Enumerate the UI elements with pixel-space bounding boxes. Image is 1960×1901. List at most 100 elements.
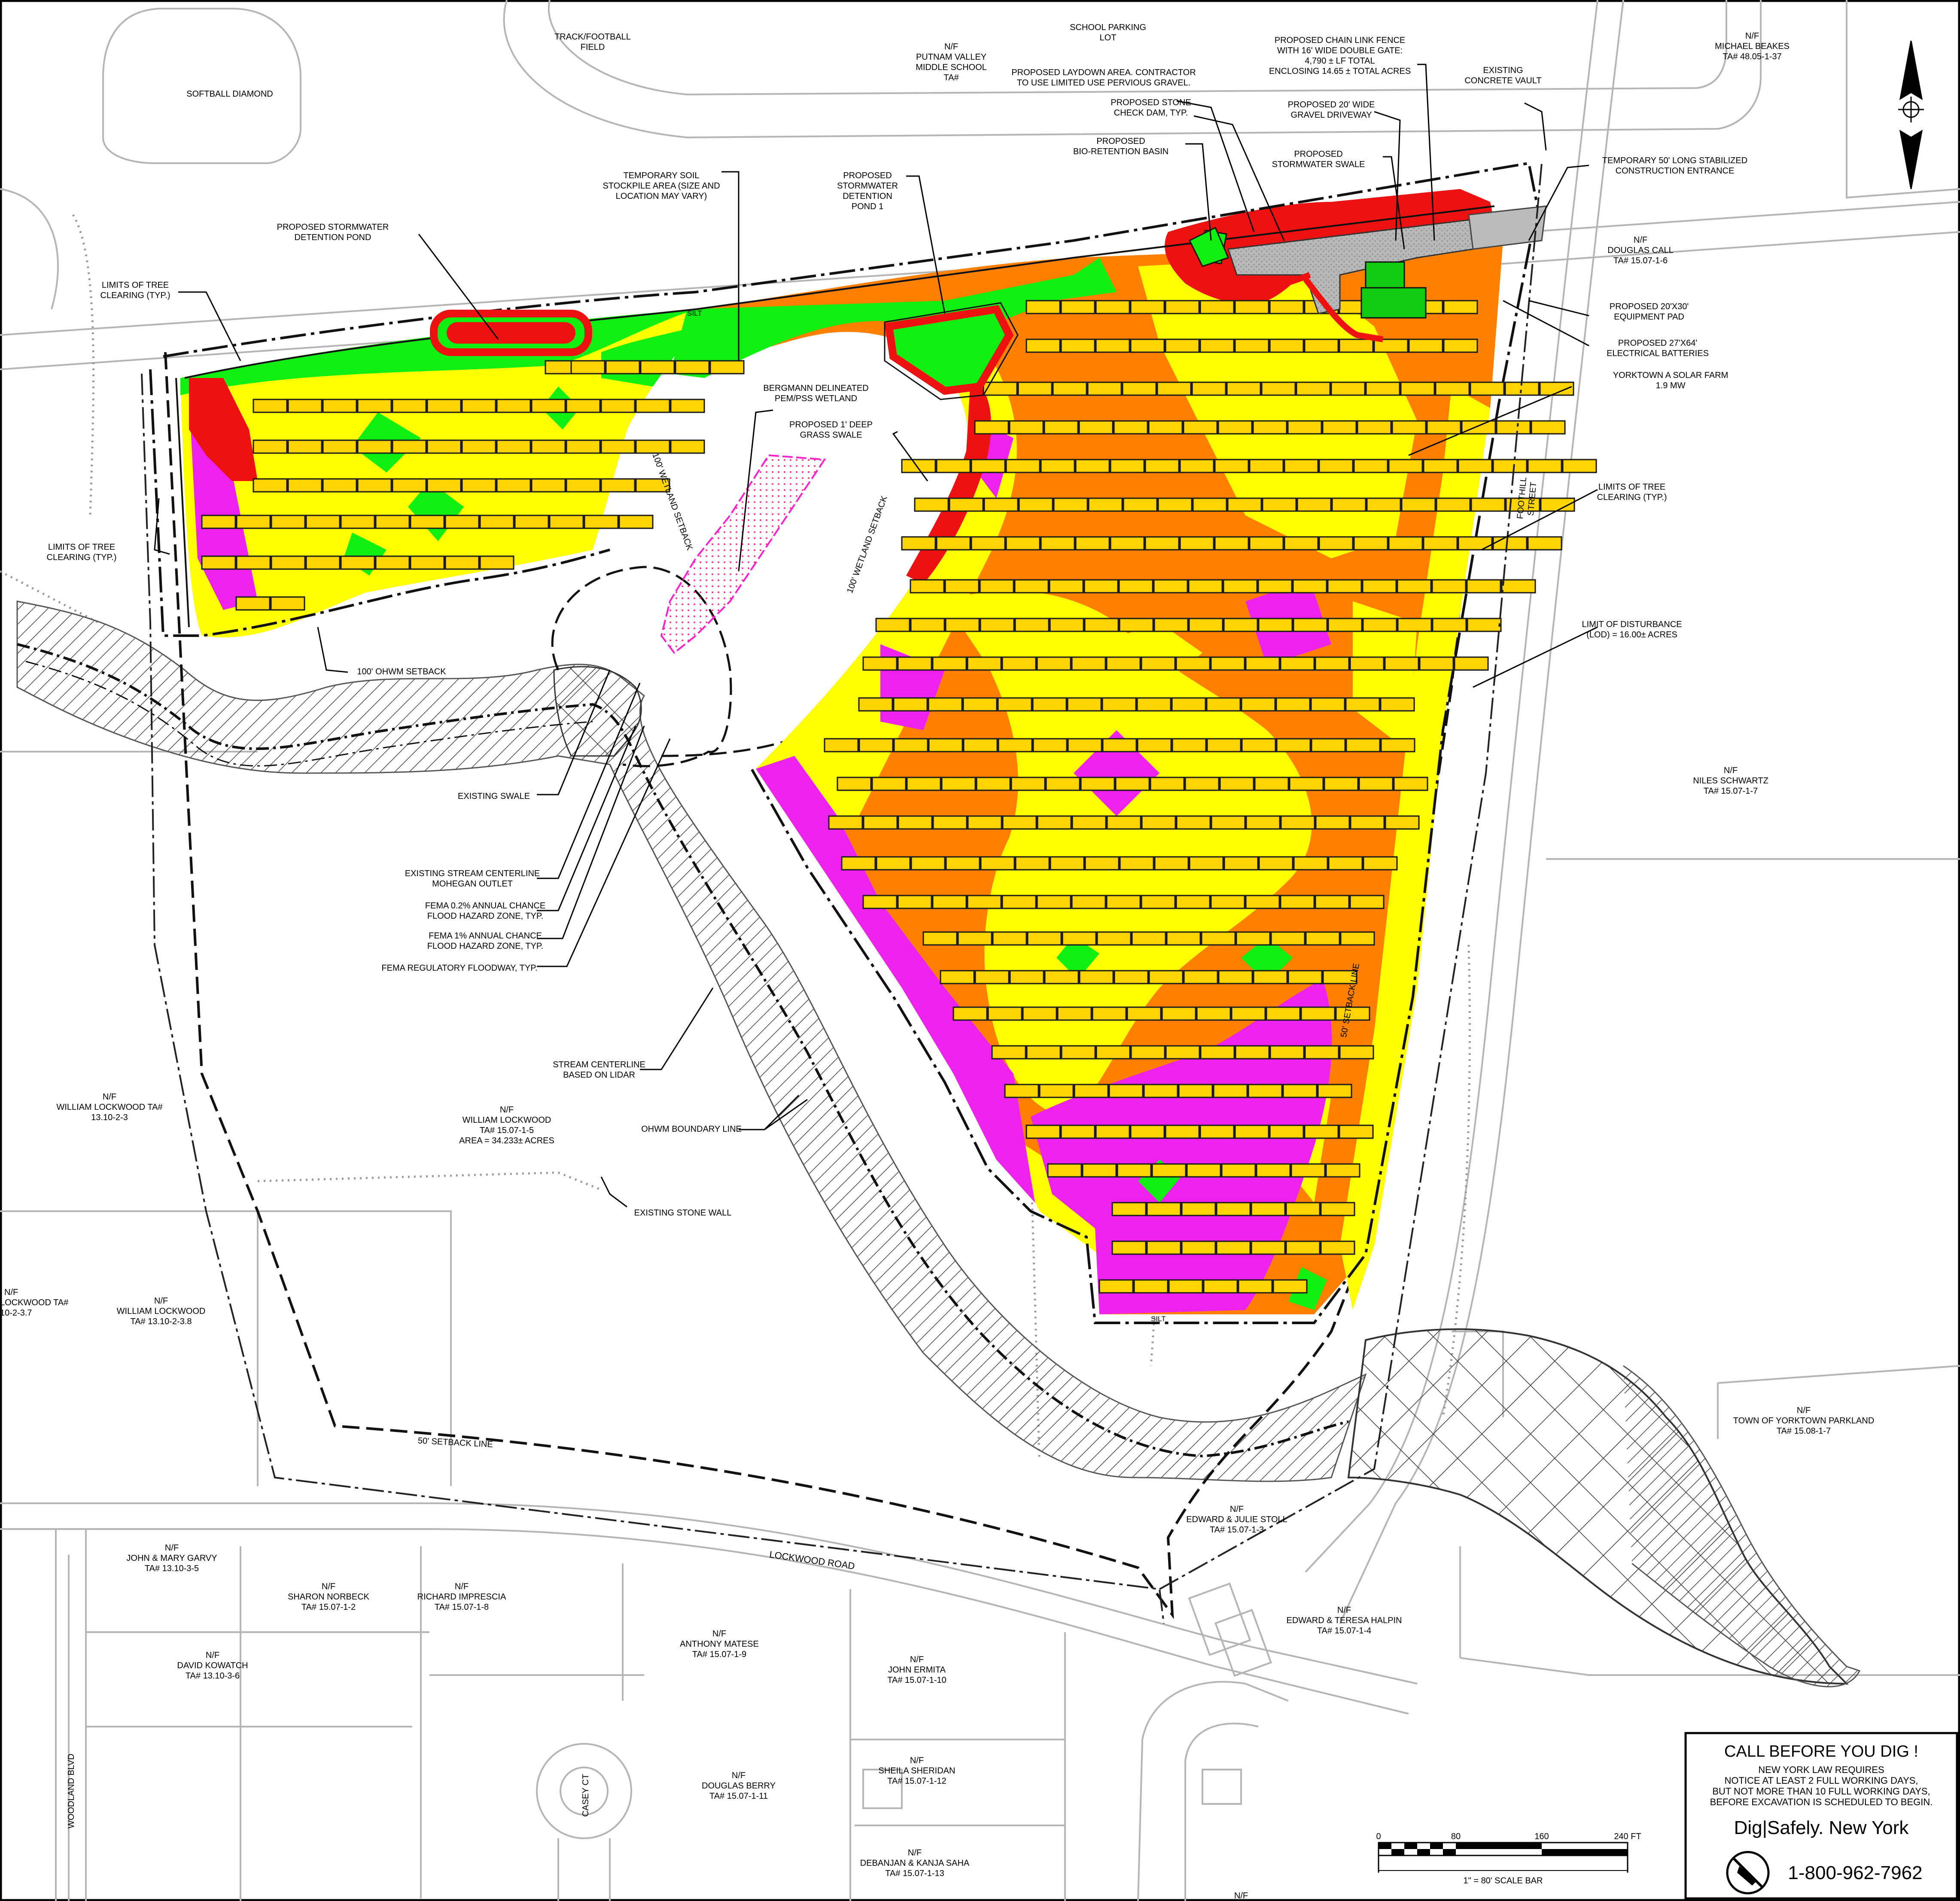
solar-panel [1067, 697, 1102, 712]
solar-panel [1108, 1084, 1144, 1098]
solar-panel [670, 399, 705, 413]
solar-panel [1256, 1163, 1291, 1178]
scale-tick-0: 0 [1376, 1832, 1381, 1841]
solar-panel [1296, 381, 1331, 396]
solar-panel [922, 931, 958, 946]
solar-panel [1293, 856, 1328, 871]
solar-panel [1235, 1045, 1270, 1060]
solar-panel [1238, 1279, 1273, 1294]
solar-panel [357, 439, 392, 454]
solar-panel [1014, 579, 1049, 594]
solar-panel [1075, 459, 1110, 473]
solar-panel [1492, 459, 1528, 473]
solar-panel [1408, 338, 1443, 353]
solar-panel [1248, 1084, 1283, 1098]
access-facilities [1175, 205, 1547, 342]
solar-panel [837, 777, 872, 791]
solar-panel [1501, 579, 1536, 594]
scale-tick-240: 240 FT [1614, 1832, 1641, 1841]
solar-panel [1223, 579, 1258, 594]
solar-panel [479, 555, 514, 570]
label-lod: LIMIT OF DISTURBANCE(LOD) = 16.00± ACRES [1582, 620, 1682, 640]
solar-panel [600, 439, 636, 454]
solar-panel [1423, 459, 1458, 473]
no-dig-icon [1726, 1851, 1770, 1895]
solar-panel [1227, 497, 1262, 512]
solar-panel [1251, 1240, 1286, 1255]
solar-panel [1310, 697, 1345, 712]
solar-panel [1317, 1084, 1352, 1098]
solar-panel [1032, 697, 1067, 712]
solar-panel [1018, 497, 1053, 512]
solar-panel [1037, 815, 1072, 830]
solar-panel [862, 656, 898, 671]
solar-panel [444, 555, 480, 570]
solar-panel [1082, 1163, 1117, 1178]
solar-panel [1458, 536, 1493, 551]
solar-panel [1181, 1240, 1216, 1255]
solar-panel [974, 970, 1010, 984]
solar-panel [1002, 815, 1037, 830]
call-line-2: NOTICE AT LEAST 2 FULL WORKING DAYS, [1724, 1775, 1918, 1786]
solar-panel [1466, 579, 1501, 594]
solar-panel [1419, 656, 1454, 671]
solar-panel [1110, 536, 1145, 551]
solar-panel [987, 1006, 1023, 1021]
solar-panel [1178, 1084, 1213, 1098]
solar-panel [253, 399, 288, 413]
solar-panel [1040, 459, 1075, 473]
label-nf-bottom: N/F [1234, 1891, 1248, 1901]
solar-panel [1324, 777, 1359, 791]
solar-panel [1400, 381, 1435, 396]
label-lockwood-road: LOCKWOOD ROAD [769, 1549, 855, 1572]
solar-panel [1527, 536, 1562, 551]
solar-panel [1084, 856, 1120, 871]
solar-panel [1297, 497, 1332, 512]
solar-panel [1026, 338, 1061, 353]
solar-panel [1017, 381, 1053, 396]
solar-panel [1192, 497, 1227, 512]
solar-panel [1318, 536, 1354, 551]
solar-panel [1115, 777, 1150, 791]
solar-panel [1061, 1045, 1096, 1060]
solar-panel [1245, 815, 1281, 830]
solar-panel [1060, 1124, 1096, 1139]
solar-panel [1254, 777, 1289, 791]
solar-panel [514, 515, 549, 529]
scale-tick-80: 80 [1451, 1832, 1461, 1841]
label-casey-ct: CASEY CT [581, 1774, 590, 1817]
solar-panel [897, 656, 932, 671]
solar-panel [1045, 777, 1080, 791]
solar-panel [1015, 856, 1050, 871]
solar-panel [1001, 895, 1037, 909]
solar-panel [1143, 1084, 1178, 1098]
solar-panel [1133, 1279, 1169, 1294]
solar-panel [426, 439, 462, 454]
solar-panel [1144, 459, 1180, 473]
solar-panel [1130, 1124, 1165, 1139]
solar-panel [901, 536, 936, 551]
solar-panel [1075, 536, 1110, 551]
solar-panel [357, 399, 392, 413]
solar-panel [584, 515, 619, 529]
solar-panel [1257, 579, 1293, 594]
solar-panel [1241, 738, 1276, 752]
solar-panel [1102, 738, 1137, 752]
solar-panel [287, 399, 323, 413]
solar-panel [1130, 300, 1165, 314]
solar-panel [1111, 1202, 1147, 1216]
solar-panel [1269, 1045, 1305, 1060]
